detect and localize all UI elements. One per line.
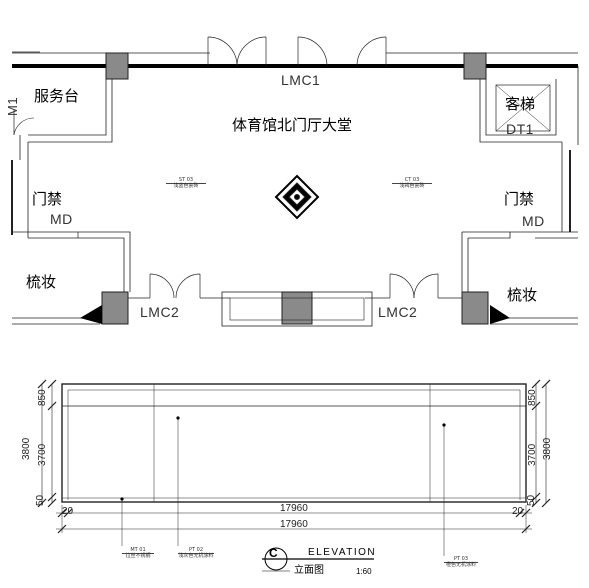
access-right-code: MD [522, 213, 545, 229]
material-tag-pt03-code: PT 03 [444, 557, 478, 563]
elevation-title-letter: C [269, 546, 278, 560]
floor-medallion [274, 174, 320, 220]
material-tag-mt01: MT 01 拉丝不锈钢 [122, 548, 154, 559]
floor-tag-left-code: ST 03 [166, 178, 206, 184]
column [105, 52, 129, 80]
door-lmc2-right-label: LMC2 [378, 304, 418, 320]
south-vestibule [221, 291, 373, 327]
floor-tag-right: CT 03 浅褐色瓷砖 [392, 178, 432, 189]
left-dim-mid: 3700 [37, 443, 48, 466]
floor-tag-right-text: 浅褐色瓷砖 [399, 183, 425, 189]
service-desk-label: 服务台 [34, 87, 80, 105]
access-right-label: 门禁 [504, 190, 535, 208]
m1-code-label: M1 [5, 96, 20, 116]
door-lmc2-left-label: LMC2 [140, 304, 180, 320]
elevation-scale: 1:60 [356, 567, 372, 576]
passenger-lift-label: 客梯 [505, 95, 536, 113]
door-lmc1-swings [207, 36, 387, 67]
door-lmc2-left-swings [149, 273, 201, 299]
material-tag-mt01-text: 拉丝不锈钢 [125, 553, 151, 559]
bottom-dim-small-right: 20 [512, 506, 524, 517]
floor-tag-right-code: CT 03 [392, 178, 432, 184]
left-dim-total: 3800 [21, 437, 32, 460]
floor-tag-left-text: 浅蓝色瓷砖 [173, 183, 199, 189]
material-tag-pt03: PT 03 橙色无机涂料 [444, 557, 478, 568]
access-left-label: 门禁 [32, 190, 63, 208]
right-dim-top: 850 [527, 389, 538, 406]
left-dim-top: 850 [37, 389, 48, 406]
bottom-dim-width-1: 17960 [280, 503, 308, 514]
floor-plan [11, 36, 579, 327]
elevation-title-cn: 立面图 [294, 565, 324, 576]
right-dim-mid: 3700 [527, 443, 538, 466]
floor-tag-left: ST 03 浅蓝色瓷砖 [166, 178, 206, 189]
material-tag-pt02: PT 02 浅灰色无机涂料 [178, 548, 214, 559]
elevation-title-en: ELEVATION [308, 547, 377, 558]
makeup-left-label: 梳妆 [26, 273, 57, 291]
elevation-drawing [37, 379, 551, 572]
door-lmc1-label: LMC1 [281, 72, 321, 88]
lift-shaft [495, 84, 551, 132]
material-tag-mt01-code: MT 01 [122, 548, 154, 554]
bottom-dim-width-2: 17960 [280, 519, 308, 530]
elevation-outline [61, 383, 527, 503]
column [461, 291, 489, 325]
lift-code-label: DT1 [506, 121, 534, 137]
column [463, 52, 487, 80]
bottom-dim-small-left: 20 [62, 506, 74, 517]
makeup-right-label: 梳妆 [507, 286, 538, 304]
material-tag-pt02-code: PT 02 [178, 548, 214, 554]
right-dim-total: 3800 [542, 437, 553, 460]
column [281, 291, 313, 325]
left-dim-base: 50 [35, 494, 46, 506]
material-tag-pt02-text: 浅灰色无机涂料 [178, 553, 214, 559]
column [101, 291, 129, 325]
material-tag-pt03-text: 橙色无机涂料 [445, 562, 476, 568]
door-lmc2-right-swings [389, 273, 439, 299]
hall-name-label: 体育馆北门厅大堂 [232, 116, 353, 134]
access-left-code: MD [50, 211, 73, 227]
right-dim-base: 50 [526, 494, 537, 506]
